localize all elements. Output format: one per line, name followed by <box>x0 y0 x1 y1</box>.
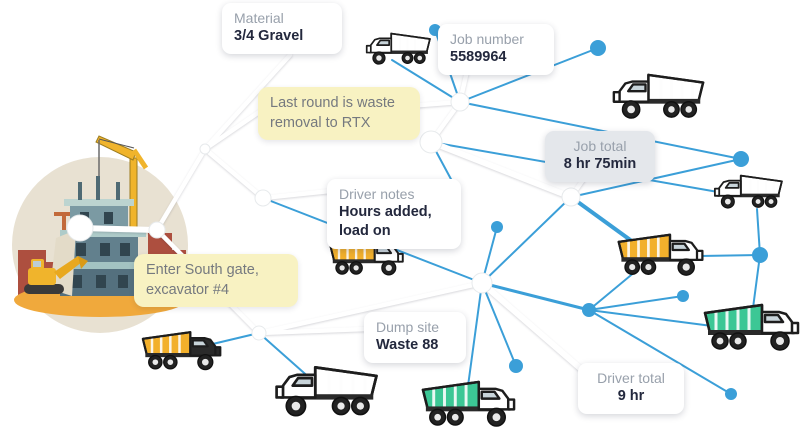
graph-dot[interactable] <box>733 151 749 167</box>
dump-truck-outline-icon[interactable] <box>367 34 430 65</box>
card-driver-notes[interactable]: Driver notes Hours added, load on <box>327 179 461 249</box>
note-enter-gate[interactable]: Enter South gate, excavator #4 <box>134 254 298 308</box>
graph-dot[interactable] <box>725 388 737 400</box>
graph-node-root[interactable] <box>66 214 94 242</box>
card-label: Job number <box>450 31 524 47</box>
card-material[interactable]: Material 3/4 Gravel <box>222 3 342 55</box>
card-dump-site[interactable]: Dump site Waste 88 <box>364 312 466 364</box>
note-text: Enter South gate, excavator #4 <box>146 262 259 298</box>
excavator-icon <box>24 256 88 294</box>
graph-node[interactable] <box>251 325 267 341</box>
note-text: Last round is waste removal to RTX <box>270 95 395 131</box>
graph-nodes <box>66 92 581 341</box>
card-value: 9 hr <box>617 388 645 405</box>
graph-dot[interactable] <box>677 290 689 302</box>
note-last-round[interactable]: Last round is waste removal to RTX <box>258 87 420 141</box>
graph-dot[interactable] <box>509 359 523 373</box>
graph-dots <box>429 24 768 400</box>
card-label: Material <box>234 10 284 26</box>
graph-node[interactable] <box>471 272 493 294</box>
graph-node[interactable] <box>419 130 443 154</box>
dump-truck-outline-icon[interactable] <box>277 367 377 415</box>
card-label: Job total <box>573 138 627 154</box>
graph-node-blue[interactable] <box>582 303 596 317</box>
card-value: 5589964 <box>450 49 507 66</box>
card-label: Dump site <box>376 319 440 335</box>
graph-node[interactable] <box>450 92 470 112</box>
graph-node[interactable] <box>254 189 272 207</box>
card-label: Driver notes <box>339 186 415 202</box>
graph-dot[interactable] <box>590 40 606 56</box>
graph-dot[interactable] <box>752 247 768 263</box>
dump-truck-yellow-icon[interactable] <box>141 330 222 371</box>
card-label: Driver total <box>597 370 665 386</box>
graph-dot[interactable] <box>491 221 503 233</box>
graph-edges-blue <box>199 29 761 395</box>
card-value: Waste 88 <box>376 337 439 354</box>
dump-truck-green-icon[interactable] <box>421 380 516 428</box>
dump-truck-yellow-icon[interactable] <box>617 233 704 277</box>
card-driver-total[interactable]: Driver total 9 hr <box>578 363 684 415</box>
dump-truck-outline-icon[interactable] <box>715 176 782 208</box>
dump-truck-outline-icon[interactable] <box>614 75 703 118</box>
card-job-total[interactable]: Job total 8 hr 75min <box>545 131 655 183</box>
card-value: Hours added, load on <box>339 204 432 240</box>
card-value: 8 hr 75min <box>563 156 637 173</box>
card-job-number[interactable]: Job number 5589964 <box>438 24 554 76</box>
dump-truck-green-icon[interactable] <box>703 303 800 352</box>
graph-node[interactable] <box>199 143 211 155</box>
graph-node[interactable] <box>561 187 581 207</box>
card-value: 3/4 Gravel <box>234 28 304 45</box>
graph-node[interactable] <box>148 221 166 239</box>
